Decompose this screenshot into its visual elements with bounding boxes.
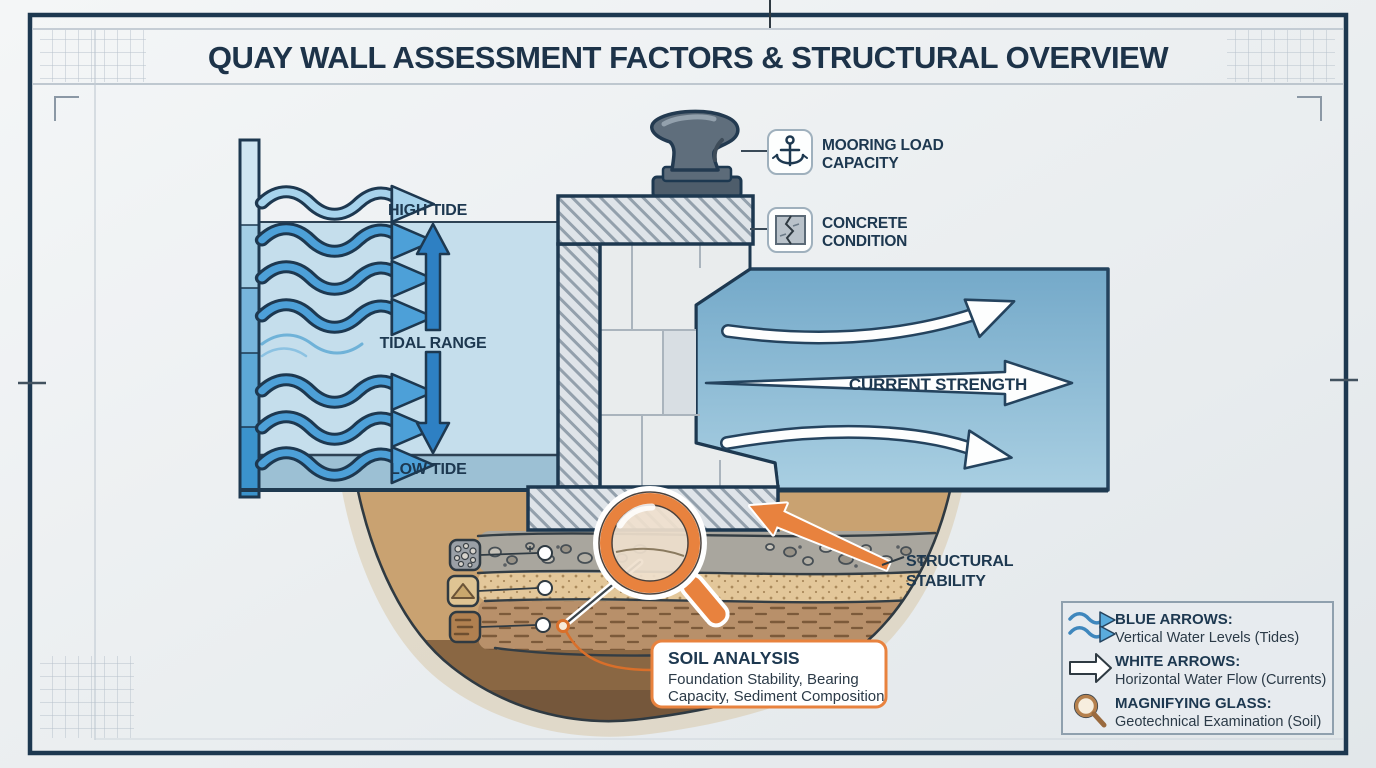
structural-label-line2: STABILITY: [906, 573, 986, 590]
soil-analysis-line2: Capacity, Sediment Composition: [668, 688, 885, 705]
high-tide-label: HIGH TIDE: [388, 202, 468, 219]
legend-term-1: BLUE ARROWS:: [1115, 611, 1233, 628]
grid-patch-top-right: [1227, 30, 1335, 82]
legend-desc-2: Horizontal Water Flow (Currents): [1115, 672, 1326, 688]
low-tide-label: LOW TIDE: [390, 461, 467, 478]
structural-label-line1: STRUCTURAL: [906, 553, 1014, 570]
concrete-label-line1: CONCRETE: [822, 215, 907, 232]
concrete-label-line2: CONDITION: [822, 233, 907, 250]
grid-patch-bottom-left: [40, 656, 134, 738]
tide-section: HIGH TIDE TIDAL RANGE LOW TIDE: [238, 138, 558, 499]
probe-dot: [556, 619, 570, 633]
cracked-concrete-icon: [775, 215, 806, 245]
anchor-icon: [772, 135, 808, 167]
tidal-range-label: TIDAL RANGE: [380, 335, 487, 352]
current-arrow-top-head: [963, 298, 1016, 339]
current-arrow-bottom-head: [963, 429, 1013, 470]
quay-wall-stem: [556, 242, 602, 489]
sample-dot-clay: [535, 617, 551, 633]
legend-desc-3: Geotechnical Examination (Soil): [1115, 714, 1321, 730]
sample-dot-gravel: [537, 545, 553, 561]
current-strength-label: CURRENT STRENGTH: [849, 375, 1027, 394]
mooring-callout: MOORING LOAD CAPACITY: [741, 129, 944, 175]
squiggle-line: [260, 333, 364, 355]
soil-analysis-line1: Foundation Stability, Bearing: [668, 671, 859, 688]
mooring-label-line2: CAPACITY: [822, 155, 899, 172]
grid-patch-top-left: [40, 30, 146, 82]
soil-analysis-callout: SOIL ANALYSIS Foundation Stability, Bear…: [564, 630, 888, 709]
legend-term-2: WHITE ARROWS:: [1115, 653, 1240, 670]
current-arrow-main: [704, 359, 1074, 407]
clay-badge-icon: [448, 610, 482, 644]
gravel-badge-icon: [448, 538, 482, 572]
white-arrow-icon: [1069, 653, 1112, 683]
blueprint-frame: [18, 0, 1358, 756]
badge-connector-lines: [477, 546, 539, 628]
legend-magnifying-glass-icon: [1073, 693, 1107, 728]
legend-desc-1: Vertical Water Levels (Tides): [1115, 630, 1299, 646]
quay-wall-cap: [556, 194, 755, 246]
legend-term-3: MAGNIFYING GLASS:: [1115, 695, 1272, 712]
tidal-range-arrow: [415, 222, 451, 455]
left-water: [259, 222, 558, 490]
corner-tick-top-left: [54, 96, 79, 121]
structural-callout: STRUCTURAL STABILITY: [748, 501, 1014, 590]
sample-dot-sand: [537, 580, 553, 596]
current-arrows: CURRENT STRENGTH: [704, 298, 1074, 470]
soil-mound-outline: [356, 490, 952, 723]
structural-stability-arrow: [748, 501, 892, 572]
tidal-wave-arrows: [262, 186, 434, 483]
sand-badge-icon: [446, 574, 480, 608]
concrete-callout: CONCRETE CONDITION: [750, 207, 908, 253]
page-title: QUAY WALL ASSESSMENT FACTORS & STRUCTURA…: [208, 40, 1169, 75]
legend: BLUE ARROWS: Vertical Water Levels (Tide…: [1061, 601, 1334, 735]
soil-layer-badges: [446, 538, 553, 644]
soil-analysis-title: SOIL ANALYSIS: [668, 648, 800, 668]
magnifying-glass-icon: [556, 486, 730, 633]
corner-tick-top-right: [1297, 96, 1322, 121]
masonry-joints: [600, 244, 721, 487]
mooring-label-line1: MOORING LOAD: [822, 137, 944, 154]
quay-wall: [240, 109, 1108, 532]
